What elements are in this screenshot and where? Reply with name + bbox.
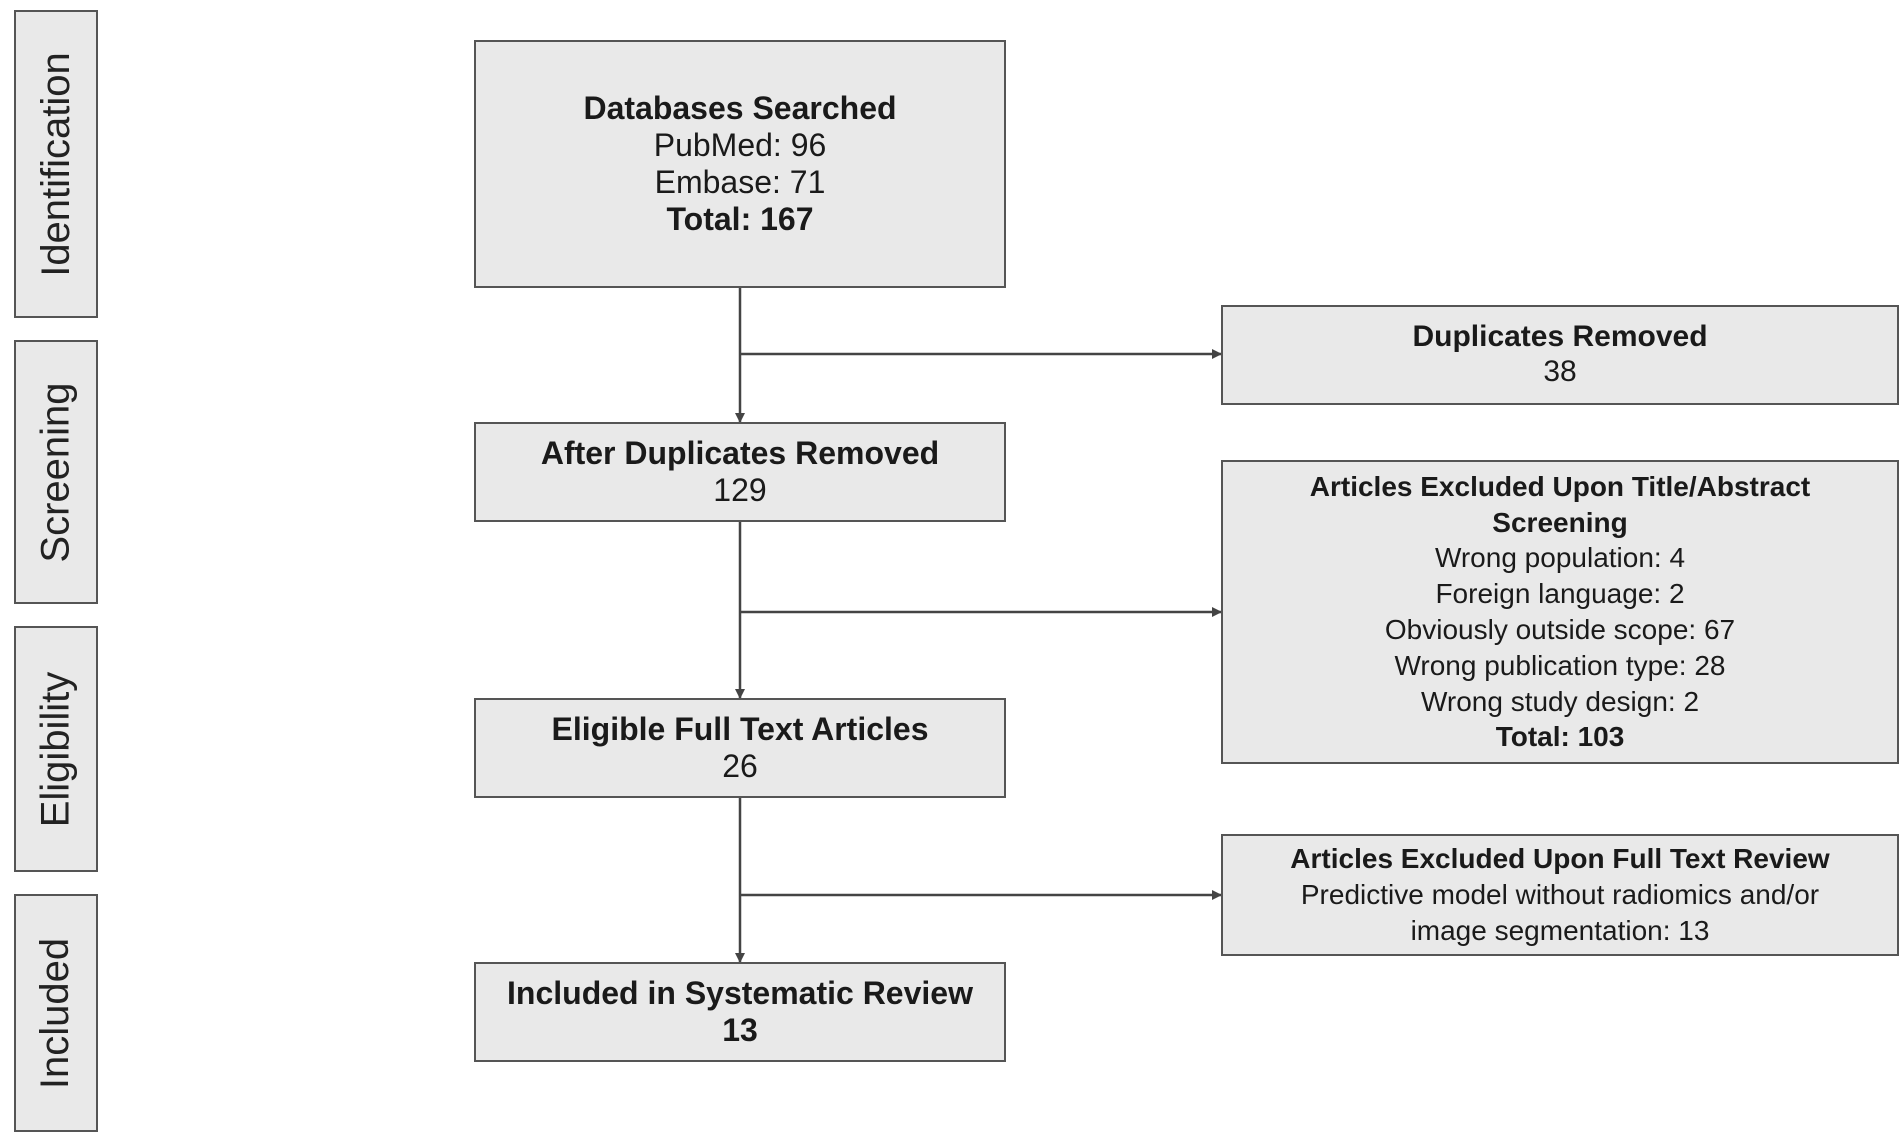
full-text-excluded-title: Articles Excluded Upon Full Text Review xyxy=(1290,843,1830,875)
databases-searched-box: Databases Searched PubMed: 96 Embase: 71… xyxy=(474,40,1006,288)
eligible-full-text-title: Eligible Full Text Articles xyxy=(551,710,929,747)
title-abstract-excluded-box: Articles Excluded Upon Title/Abstract Sc… xyxy=(1221,460,1899,764)
after-duplicates-box: After Duplicates Removed 129 xyxy=(474,422,1006,522)
stage-label-included: Included xyxy=(33,937,78,1089)
stage-screening: Screening xyxy=(14,340,98,604)
stage-label-eligibility: Eligibility xyxy=(33,671,78,827)
stage-eligibility: Eligibility xyxy=(14,626,98,872)
exclusion-reason-wrong-publication-type: Wrong publication type: 28 xyxy=(1394,649,1726,681)
included-count: 13 xyxy=(722,1012,758,1048)
after-duplicates-title: After Duplicates Removed xyxy=(540,434,940,471)
duplicates-removed-count: 38 xyxy=(1543,355,1577,388)
stage-identification: Identification xyxy=(14,10,98,318)
stage-label-screening: Screening xyxy=(33,381,78,563)
title-abstract-excluded-title-line2: Screening xyxy=(1492,506,1628,538)
title-abstract-excluded-title-line1: Articles Excluded Upon Title/Abstract xyxy=(1309,470,1811,502)
exclusion-reason-outside-scope: Obviously outside scope: 67 xyxy=(1384,614,1736,645)
full-text-excluded-box: Articles Excluded Upon Full Text Review … xyxy=(1221,834,1899,956)
eligible-full-text-count: 26 xyxy=(722,748,758,784)
stage-included: Included xyxy=(14,894,98,1132)
databases-searched-total: Total: 167 xyxy=(666,201,814,238)
exclusion-reason-wrong-study-design: Wrong study design: 2 xyxy=(1420,685,1700,717)
after-duplicates-count: 129 xyxy=(713,472,767,508)
exclusion-reason-wrong-population: Wrong population: 4 xyxy=(1434,542,1686,574)
pubmed-count: PubMed: 96 xyxy=(653,126,827,163)
included-box: Included in Systematic Review 13 xyxy=(474,962,1006,1062)
eligible-full-text-box: Eligible Full Text Articles 26 xyxy=(474,698,1006,798)
stage-label-identification: Identification xyxy=(33,51,78,277)
full-text-excluded-reason-line1: Predictive model without radiomics and/o… xyxy=(1300,879,1820,911)
exclusion-reason-foreign-language: Foreign language: 2 xyxy=(1435,578,1685,610)
duplicates-removed-box: Duplicates Removed 38 xyxy=(1221,305,1899,405)
embase-count: Embase: 71 xyxy=(654,164,826,200)
databases-searched-title: Databases Searched xyxy=(583,89,897,126)
included-title: Included in Systematic Review xyxy=(507,974,973,1011)
full-text-excluded-reason-line2: image segmentation: 13 xyxy=(1410,914,1710,946)
title-abstract-excluded-total: Total: 103 xyxy=(1495,721,1625,753)
duplicates-removed-title: Duplicates Removed xyxy=(1412,320,1708,354)
